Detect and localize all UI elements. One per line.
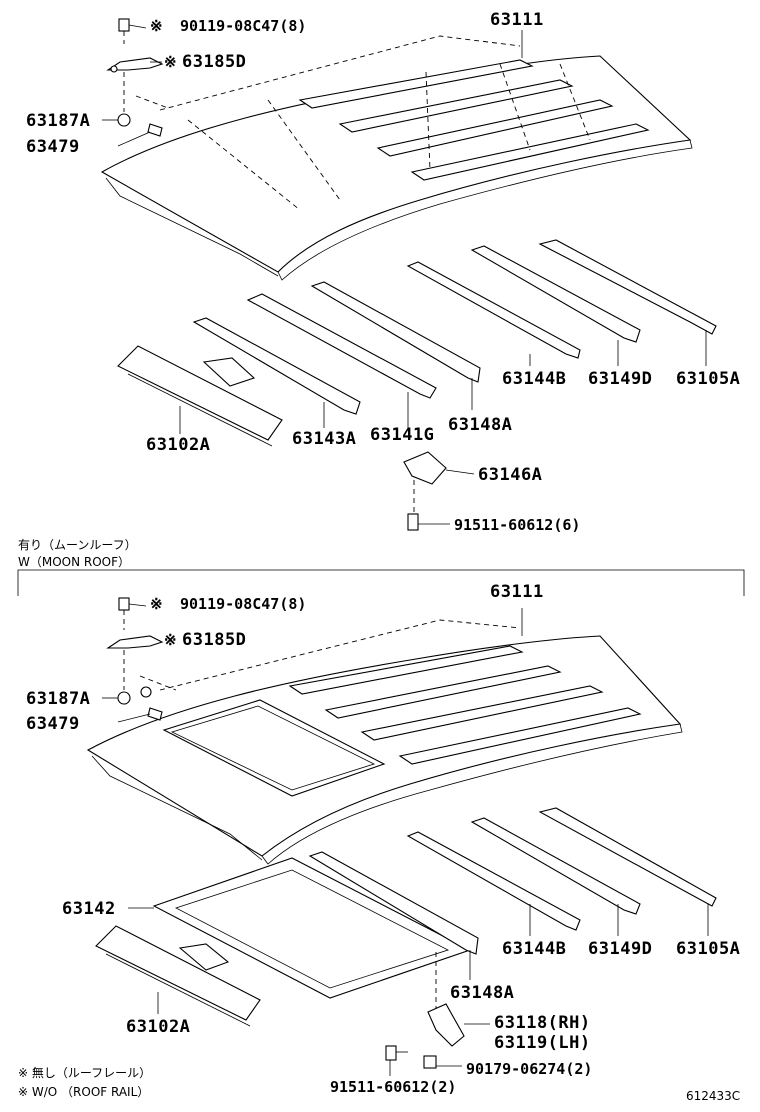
top-header-label: 63102A <box>146 435 210 455</box>
bottom-bolt-mark: ※ <box>150 595 163 613</box>
bottom-reinf-a-label: 63144B <box>502 939 566 959</box>
top-reinforcements <box>406 239 717 366</box>
bottom-diagram: ※ 90119-08C47(8) ※ 63185D 63111 63187A 6… <box>26 582 740 1096</box>
top-bow-b-label: 63141G <box>370 425 434 445</box>
top-reinf-b-label: 63149D <box>588 369 652 389</box>
footnote: ※ 無し（ルーフレール） ※ W/O （ROOF RAIL） 612433C <box>18 1065 740 1103</box>
top-bracket-mark: ※ <box>164 53 177 71</box>
top-bow-a-label: 63143A <box>292 429 356 449</box>
section-heading-en: W（MOON ROOF） <box>18 555 130 569</box>
bottom-reinforcements <box>406 807 717 936</box>
top-roof-bows <box>192 281 481 428</box>
top-reinf-a-label: 63144B <box>502 369 566 389</box>
top-bracket-label: 63185D <box>182 52 246 72</box>
bottom-brackets <box>385 1003 490 1076</box>
figure-code: 612433C <box>686 1089 740 1103</box>
bottom-bracket-mark: ※ <box>164 631 177 649</box>
section-heading-jp: 有り（ムーンルーフ） <box>18 538 137 552</box>
bottom-fasteners <box>102 597 523 723</box>
top-roof-panel-label: 63111 <box>490 10 544 30</box>
bottom-frame-label: 63142 <box>62 899 116 919</box>
top-fasteners <box>106 18 169 137</box>
top-bracket-small-label: 63146A <box>478 465 542 485</box>
footnote-jp: ※ 無し（ルーフレール） <box>18 1065 151 1080</box>
top-reinf-c-label: 63105A <box>676 369 740 389</box>
bottom-bracket-label: 63185D <box>182 630 246 650</box>
moon-roof-section-heading: 有り（ムーンルーフ） W（MOON ROOF） <box>17 538 745 596</box>
bottom-clip-label: 63479 <box>26 714 80 734</box>
bottom-sunroof-frame <box>128 851 479 1010</box>
top-leaders <box>102 24 523 147</box>
bottom-roof-panel <box>86 619 683 865</box>
bottom-bracket-lh-label: 63119(LH) <box>494 1033 591 1053</box>
top-bolt-mark: ※ <box>150 17 163 35</box>
top-bolt-label: 90119-08C47(8) <box>180 17 306 35</box>
bottom-reinf-c-label: 63105A <box>676 939 740 959</box>
top-front-header <box>117 345 283 447</box>
bottom-nut2-label: 90179-06274(2) <box>466 1060 592 1078</box>
top-bow-c-label: 63148A <box>448 415 512 435</box>
top-screw-label: 91511-60612(6) <box>454 516 580 534</box>
bottom-roof-panel-label: 63111 <box>490 582 544 602</box>
bottom-bolt-label: 90119-08C47(8) <box>180 595 306 613</box>
footnote-en: ※ W/O （ROOF RAIL） <box>18 1085 149 1099</box>
top-bracket-screw <box>403 451 475 531</box>
bottom-screw-label: 91511-60612(2) <box>330 1078 456 1096</box>
top-nut-label: 63187A <box>26 111 90 131</box>
bottom-reinf-b-label: 63149D <box>588 939 652 959</box>
bottom-bow-c-label: 63148A <box>450 983 514 1003</box>
top-diagram: ※ 90119-08C47(8) ※ 63185D 63111 63187A 6… <box>26 10 740 534</box>
bottom-bracket-rh-label: 63118(RH) <box>494 1013 591 1033</box>
bottom-front-header <box>95 925 261 1027</box>
top-clip-label: 63479 <box>26 137 80 157</box>
top-roof-panel <box>100 35 693 281</box>
bottom-nut-label: 63187A <box>26 689 90 709</box>
bottom-header-label: 63102A <box>126 1017 190 1037</box>
